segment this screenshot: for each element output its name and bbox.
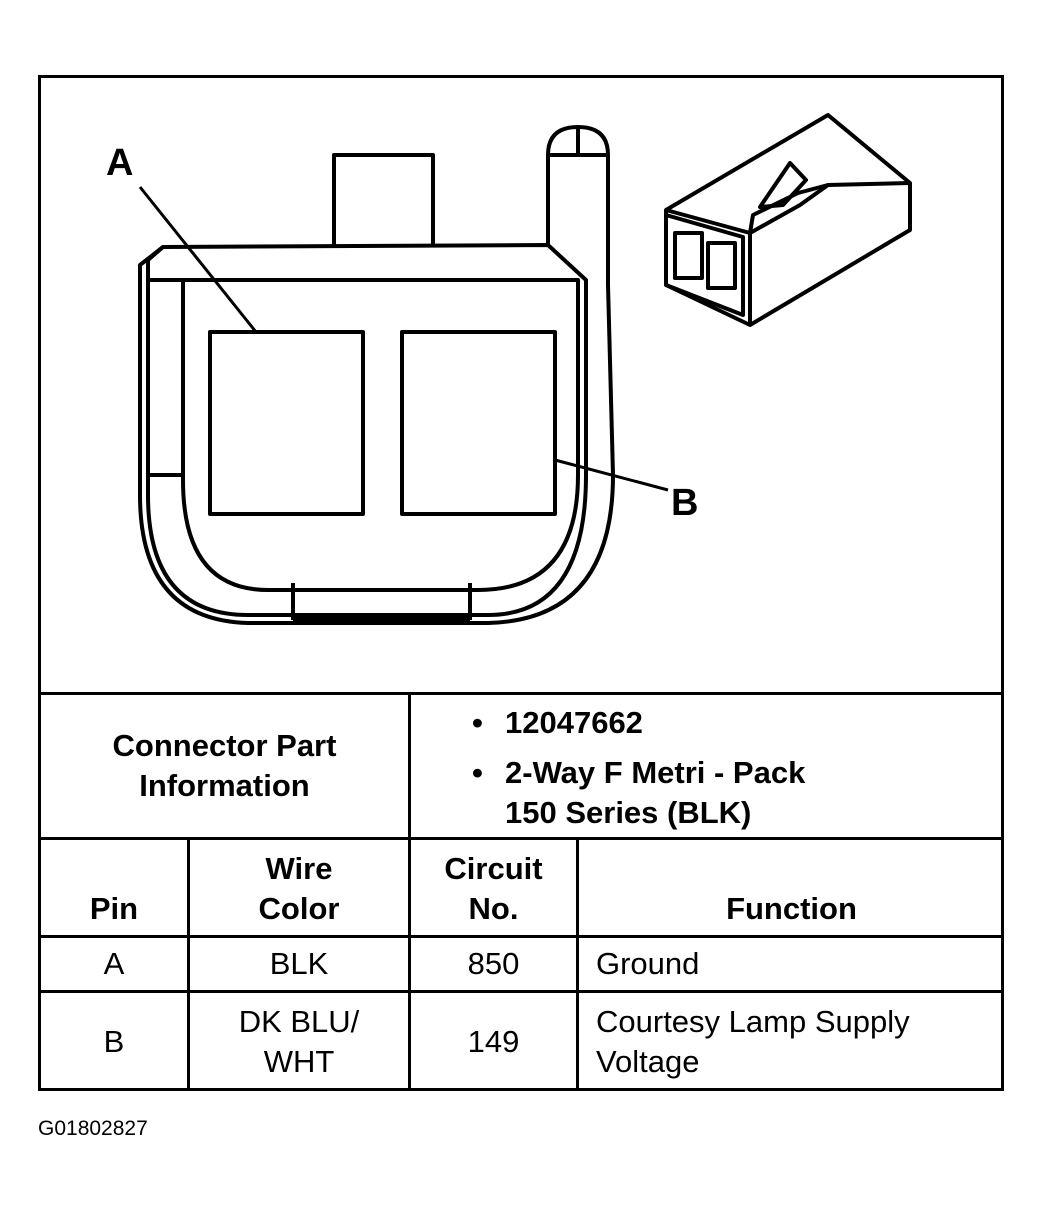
table-row-b-function: Courtesy Lamp Supply Voltage: [596, 993, 1001, 1091]
table-row-b-function-line1: Courtesy Lamp Supply: [596, 1004, 910, 1039]
column-header-wire-line2: Color: [258, 891, 340, 926]
part-info-header-line1: Connector Part: [112, 728, 337, 763]
leader-line-a: [138, 186, 258, 333]
connector-3d-view: [664, 113, 912, 327]
connector-description-line2: 150 Series (BLK): [505, 795, 752, 830]
connector-description-line1: 2-Way F Metri - Pack: [505, 755, 806, 790]
part-info-header-line2: Information: [139, 768, 310, 803]
table-row-a-wire: BLK: [269, 946, 329, 981]
table-divider: [38, 990, 1004, 993]
part-number: 12047662: [505, 705, 643, 740]
bullet-icon: •: [472, 755, 483, 790]
table-row-b-wire: DK BLU/ WHT: [190, 993, 408, 1091]
figure-id: G01802827: [38, 1117, 148, 1140]
connector-drawing: A B: [106, 113, 912, 625]
column-header-function: Function: [579, 840, 1004, 935]
column-header-pin-label: Pin: [89, 891, 139, 926]
column-header-circuit: Circuit No.: [411, 840, 576, 935]
bullet-icon: •: [472, 705, 483, 740]
leader-line-b: [554, 458, 669, 492]
column-header-pin: Pin: [41, 840, 187, 935]
table-divider: [38, 935, 1004, 938]
cavity-a: [208, 330, 365, 516]
table-divider: [408, 692, 411, 1091]
table-divider: [38, 837, 1004, 840]
table-top-border: [38, 692, 1004, 695]
table-row-b-wire-line2: WHT: [263, 1044, 335, 1079]
table-row-a-pin: A: [103, 946, 125, 981]
column-header-circuit-line2: No.: [468, 891, 519, 926]
table-row-b-function-line2: Voltage: [596, 1044, 700, 1079]
table-row-b-circuit: 149: [467, 1024, 520, 1059]
table-divider: [576, 837, 579, 1091]
connector-housing-inner: [181, 278, 580, 592]
table-row-a-circuit: 850: [467, 946, 520, 981]
column-header-wire-line1: Wire: [265, 851, 333, 886]
pin-label-b: B: [671, 482, 698, 524]
connector-diagram: A B: [38, 75, 1004, 695]
column-header-function-label: Function: [726, 891, 857, 926]
diagram-frame: [38, 75, 1004, 1091]
connector-housing-outer: [146, 243, 588, 617]
pin-label-a: A: [106, 142, 133, 184]
cavity-b: [400, 330, 557, 516]
table-row-b-wire-line1: DK BLU/: [238, 1004, 360, 1039]
table-divider: [187, 837, 190, 1091]
column-header-circuit-line1: Circuit: [444, 851, 543, 886]
connector-top-tab: [332, 153, 435, 245]
table-row-a-function: Ground: [596, 946, 700, 981]
part-info-header: Connector Part Information: [41, 695, 408, 837]
table-row-b-pin: B: [103, 1024, 125, 1059]
column-header-wire-color: Wire Color: [190, 840, 408, 935]
